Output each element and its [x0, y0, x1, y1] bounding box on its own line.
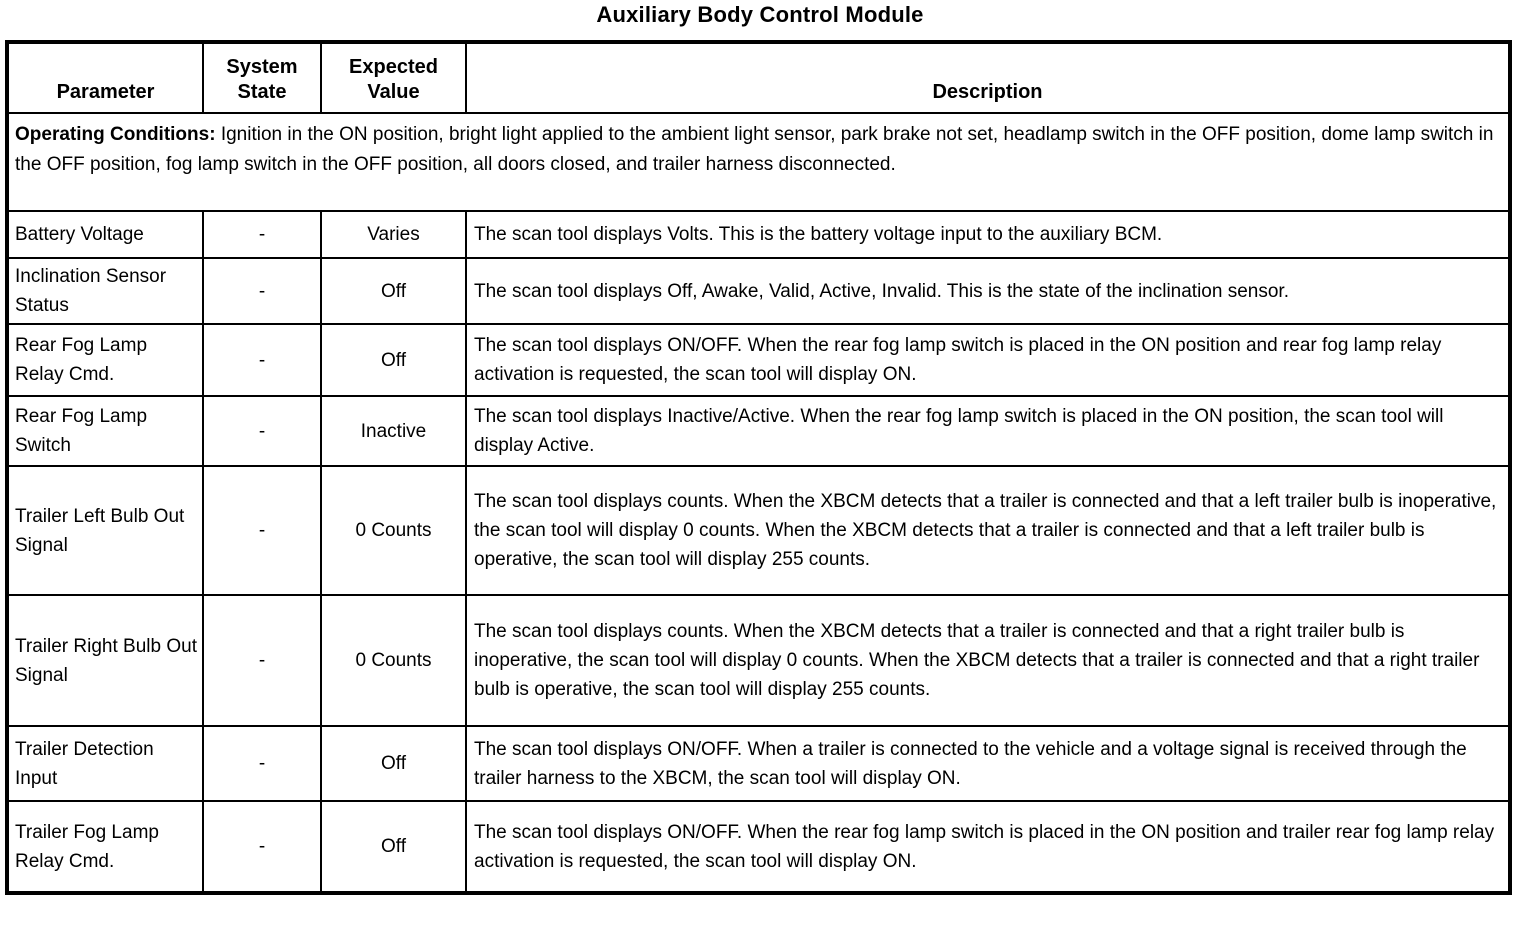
table-row: Rear Fog Lamp Relay Cmd. - Off The scan …: [6, 323, 1511, 397]
expected-value-cell: Off: [320, 800, 467, 894]
parameter-cell: Rear Fog Lamp Relay Cmd.: [6, 323, 204, 397]
expected-value-cell: 0 Counts: [320, 594, 467, 727]
parameter-cell: Inclination Sensor Status: [6, 257, 204, 325]
expected-value-cell: 0 Counts: [320, 465, 467, 596]
parameter-cell: Trailer Left Bulb Out Signal: [6, 465, 204, 596]
system-state-cell: -: [202, 594, 322, 727]
parameter-cell: Trailer Detection Input: [6, 725, 204, 802]
parameter-cell: Trailer Fog Lamp Relay Cmd.: [6, 800, 204, 894]
table-header-row: Parameter System State Expected Value De…: [6, 41, 1511, 114]
description-cell: The scan tool displays counts. When the …: [465, 594, 1511, 727]
expected-value-cell: Off: [320, 725, 467, 802]
table-row: Rear Fog Lamp Switch - Inactive The scan…: [6, 395, 1511, 467]
description-cell: The scan tool displays Volts. This is th…: [465, 210, 1511, 259]
table-row: Inclination Sensor Status - Off The scan…: [6, 257, 1511, 325]
page-title: Auxiliary Body Control Module: [596, 2, 924, 27]
table-row: Trailer Detection Input - Off The scan t…: [6, 725, 1511, 802]
system-state-cell: -: [202, 465, 322, 596]
column-header-description: Description: [465, 41, 1511, 114]
parameter-table: Parameter System State Expected Value De…: [5, 40, 1512, 895]
column-header-parameter: Parameter: [6, 41, 204, 114]
description-cell: The scan tool displays ON/OFF. When the …: [465, 800, 1511, 894]
expected-value-cell: Off: [320, 257, 467, 325]
table-row: Battery Voltage - Varies The scan tool d…: [6, 210, 1511, 259]
description-cell: The scan tool displays ON/OFF. When the …: [465, 323, 1511, 397]
system-state-cell: -: [202, 323, 322, 397]
system-state-cell: -: [202, 800, 322, 894]
table-row: Trailer Left Bulb Out Signal - 0 Counts …: [6, 465, 1511, 596]
table-row: Trailer Fog Lamp Relay Cmd. - Off The sc…: [6, 800, 1511, 894]
system-state-cell: -: [202, 210, 322, 259]
system-state-cell: -: [202, 725, 322, 802]
operating-conditions-text: Ignition in the ON position, bright ligh…: [15, 124, 1494, 175]
table-row: Trailer Right Bulb Out Signal - 0 Counts…: [6, 594, 1511, 727]
operating-conditions-label: Operating Conditions:: [15, 124, 216, 145]
column-header-expected-value: Expected Value: [320, 41, 467, 114]
expected-value-cell: Inactive: [320, 395, 467, 467]
description-cell: The scan tool displays ON/OFF. When a tr…: [465, 725, 1511, 802]
description-cell: The scan tool displays Inactive/Active. …: [465, 395, 1511, 467]
description-cell: The scan tool displays Off, Awake, Valid…: [465, 257, 1511, 325]
parameter-cell: Battery Voltage: [6, 210, 204, 259]
description-cell: The scan tool displays counts. When the …: [465, 465, 1511, 596]
system-state-cell: -: [202, 395, 322, 467]
operating-conditions-cell: Operating Conditions: Ignition in the ON…: [6, 112, 1511, 212]
operating-conditions-row: Operating Conditions: Ignition in the ON…: [6, 112, 1511, 212]
column-header-system-state: System State: [202, 41, 322, 114]
parameter-cell: Trailer Right Bulb Out Signal: [6, 594, 204, 727]
system-state-cell: -: [202, 257, 322, 325]
expected-value-cell: Varies: [320, 210, 467, 259]
parameter-cell: Rear Fog Lamp Switch: [6, 395, 204, 467]
expected-value-cell: Off: [320, 323, 467, 397]
